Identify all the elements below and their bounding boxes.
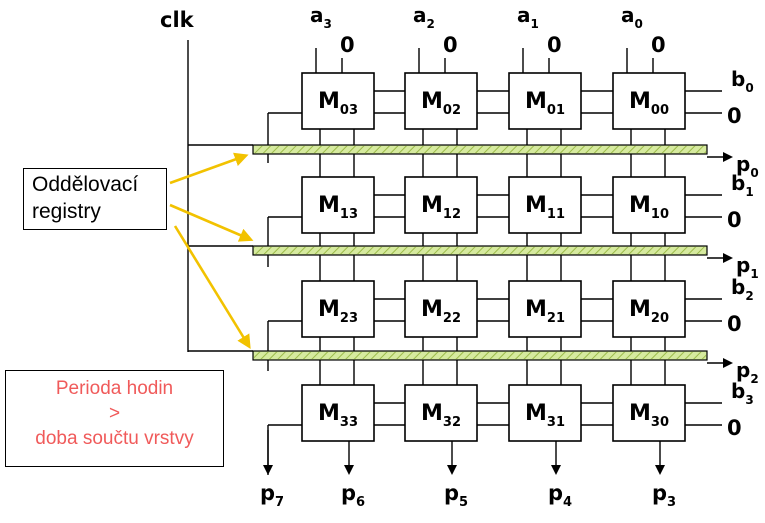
a-zero-label-2: 0 bbox=[443, 33, 458, 57]
cell-box bbox=[612, 384, 686, 442]
cell-M33: M33 bbox=[301, 384, 375, 442]
cell-M03: M03 bbox=[301, 72, 375, 130]
cell-M12: M12 bbox=[404, 176, 478, 234]
cell-label: M33 bbox=[318, 401, 358, 430]
cell-box bbox=[301, 384, 375, 442]
cell-box bbox=[301, 72, 375, 130]
cell-M11: M11 bbox=[508, 176, 582, 234]
cell-M22: M22 bbox=[404, 280, 478, 338]
cell-M31: M31 bbox=[508, 384, 582, 442]
bottom-output-label-6: p6 bbox=[341, 481, 365, 510]
cell-M32: M32 bbox=[404, 384, 478, 442]
cell-box bbox=[612, 72, 686, 130]
callout-arrow-0 bbox=[169, 152, 249, 185]
cell-label: M21 bbox=[525, 297, 565, 326]
pipeline-register-fill-0 bbox=[254, 146, 706, 153]
note-line-3: doba součtu vrstvy bbox=[35, 428, 194, 449]
cell-box bbox=[404, 72, 478, 130]
cell-label: M03 bbox=[318, 89, 358, 118]
callout-arrow-2 bbox=[173, 225, 251, 349]
b-zero-label-0: 0 bbox=[727, 104, 742, 128]
b-input-label-3: b3 bbox=[731, 379, 754, 407]
bottom-output-label-3: p3 bbox=[652, 481, 676, 510]
callout-arrows bbox=[169, 152, 254, 349]
b-zero-label-2: 0 bbox=[727, 312, 742, 336]
cell-M20: M20 bbox=[612, 280, 686, 338]
callout-line-2: registry bbox=[32, 200, 101, 223]
cell-label: M12 bbox=[421, 193, 461, 222]
cell-M01: M01 bbox=[508, 72, 582, 130]
b-zero-label-1: 0 bbox=[727, 208, 742, 232]
b-input-label-1: b1 bbox=[731, 171, 754, 199]
cell-box bbox=[508, 72, 582, 130]
cell-M10: M10 bbox=[612, 176, 686, 234]
bottom-output-label-5: p5 bbox=[444, 481, 468, 510]
pipeline-register-fill-1 bbox=[254, 247, 706, 254]
callout-arrow-1 bbox=[169, 203, 254, 242]
cell-label: M30 bbox=[629, 401, 669, 430]
a-input-label-1: a1 bbox=[517, 3, 539, 31]
cell-M23: M23 bbox=[301, 280, 375, 338]
cell-box bbox=[301, 280, 375, 338]
cell-box bbox=[508, 384, 582, 442]
cell-label: M20 bbox=[629, 297, 669, 326]
wires-layer bbox=[187, 40, 733, 475]
cell-label: M13 bbox=[318, 193, 358, 222]
a-zero-label-1: 0 bbox=[547, 33, 562, 57]
registers-layer bbox=[252, 144, 708, 361]
cell-label: M23 bbox=[318, 297, 358, 326]
a-zero-label-0: 0 bbox=[651, 33, 666, 57]
cell-box bbox=[404, 384, 478, 442]
p-output-label-1: p1 bbox=[736, 253, 759, 281]
note-line-2: > bbox=[108, 403, 121, 424]
cell-box bbox=[508, 176, 582, 234]
clock-label: clk bbox=[160, 8, 195, 32]
cell-label: M02 bbox=[421, 89, 461, 118]
a-input-label-0: a0 bbox=[621, 3, 643, 31]
a-zero-label-3: 0 bbox=[340, 33, 355, 57]
cell-box bbox=[404, 176, 478, 234]
bottom-output-label-7: p7 bbox=[260, 481, 284, 510]
cell-box bbox=[508, 280, 582, 338]
b-zero-label-3: 0 bbox=[727, 416, 742, 440]
cell-label: M11 bbox=[525, 193, 565, 222]
separator-registers-callout: Oddělovací registry bbox=[23, 168, 167, 230]
b-input-label-0: b0 bbox=[731, 67, 754, 95]
note-line-1: Perioda hodin bbox=[55, 378, 174, 399]
cell-label: M10 bbox=[629, 193, 669, 222]
bottom-output-label-4: p4 bbox=[548, 481, 572, 510]
callout-line-1: Oddělovací bbox=[32, 173, 139, 196]
a-input-label-2: a2 bbox=[413, 3, 435, 31]
cell-label: M31 bbox=[525, 401, 565, 430]
cell-box bbox=[404, 280, 478, 338]
cell-label: M00 bbox=[629, 89, 669, 118]
cell-M30: M30 bbox=[612, 384, 686, 442]
cell-M00: M00 bbox=[612, 72, 686, 130]
cell-box bbox=[301, 176, 375, 234]
p-output-label-0: p0 bbox=[736, 152, 759, 180]
p-output-label-2: p2 bbox=[736, 358, 759, 386]
cell-M13: M13 bbox=[301, 176, 375, 234]
b-input-label-2: b2 bbox=[731, 275, 754, 303]
pipeline-register-fill-2 bbox=[254, 352, 706, 359]
cell-M21: M21 bbox=[508, 280, 582, 338]
cell-label: M32 bbox=[421, 401, 461, 430]
clock-period-note: Perioda hodin > doba součtu vrstvy bbox=[5, 370, 224, 467]
cell-M02: M02 bbox=[404, 72, 478, 130]
a-input-label-3: a3 bbox=[310, 3, 332, 31]
cell-label: M22 bbox=[421, 297, 461, 326]
cell-box bbox=[612, 176, 686, 234]
cell-label: M01 bbox=[525, 89, 565, 118]
cell-box bbox=[612, 280, 686, 338]
